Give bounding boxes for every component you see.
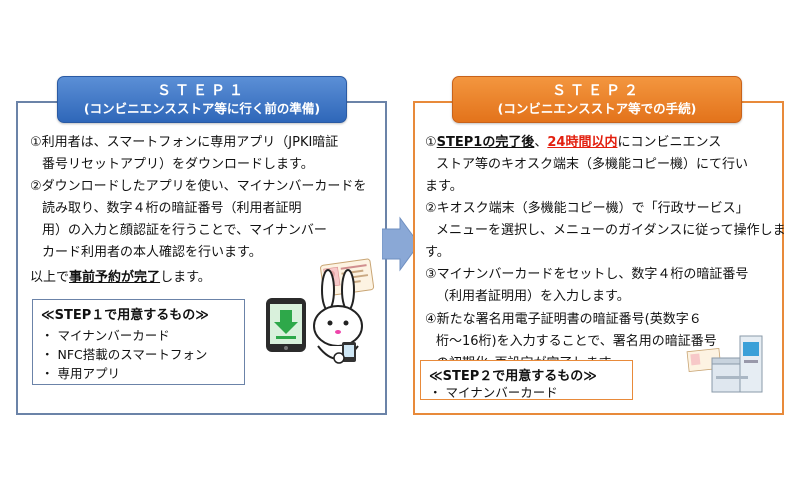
step1-header: ＳＴＥＰ１ (コンビニエンスストア等に行く前の準備) bbox=[57, 76, 347, 123]
step1-summary-post: します。 bbox=[160, 270, 211, 285]
step1-line-4: 読み取り、数字４桁の暗証番号（利用者証明 bbox=[42, 201, 302, 216]
step1-requirement-item: ・ マイナンバーカード bbox=[41, 328, 170, 343]
step1-summary-pre: 以上で bbox=[30, 270, 70, 285]
mascot-character-icon bbox=[313, 269, 363, 364]
step2-requirements-box: ≪STEP２で用意するもの≫ ・ マイナンバーカード bbox=[420, 360, 633, 400]
step1-requirements-box: ≪STEP１で用意するもの≫ ・ マイナンバーカード ・ NFC搭載のスマートフ… bbox=[32, 299, 245, 385]
step1-summary: 以上で事前予約が完了します。 bbox=[30, 269, 211, 286]
step1-line-1: ①利用者は、スマートフォンに専用アプリ（JPKI暗証 bbox=[30, 135, 339, 150]
step2-line-2: ストア等のキオスク端末（多機能コピー機）にて行い bbox=[436, 157, 749, 172]
step2-line-9: ④新たな署名用電子証明書の暗証番号(英数字６ bbox=[425, 312, 702, 327]
step2-line1-red-emphasis: 24時間以内 bbox=[547, 135, 618, 150]
step1-requirement-item: ・ 専用アプリ bbox=[41, 366, 120, 381]
step2-line-10: 桁～16桁)を入力することで、署名用の暗証番号 bbox=[436, 334, 717, 349]
step2-line-6: す。 bbox=[425, 245, 450, 260]
step1-header-title: ＳＴＥＰ１ bbox=[157, 83, 247, 99]
step2-line-1: ①STEP1の完了後、24時間以内にコンビニエンス bbox=[425, 134, 721, 151]
step2-line-4: ②キオスク端末（多機能コピー機）で「行政サービス」 bbox=[425, 201, 749, 216]
kiosk-terminal-icon bbox=[686, 335, 763, 393]
step2-line1-prefix: ① bbox=[425, 135, 437, 150]
smartphone-download-icon bbox=[266, 298, 306, 352]
step1-line-3: ②ダウンロードしたアプリを使い、マイナンバーカードを bbox=[30, 179, 367, 194]
step2-line-5: メニューを選択し、メニューのガイダンスに従って操作しま bbox=[436, 223, 786, 238]
step2-line1-comma: 、 bbox=[534, 135, 548, 150]
arrow-right-icon bbox=[382, 216, 420, 272]
step2-header: ＳＴＥＰ２ (コンビニエンスストア等での手続) bbox=[452, 76, 742, 123]
step2-requirements-title: ≪STEP２で用意するもの≫ bbox=[429, 369, 597, 384]
step2-line-3: ます。 bbox=[425, 179, 463, 194]
step2-line1-emphasis: STEP1の完了後 bbox=[436, 135, 535, 150]
step2-requirement-item: ・ マイナンバーカード bbox=[429, 385, 558, 400]
step1-line-6: カード利用者の本人確認を行います。 bbox=[42, 245, 262, 260]
step2-line-8: （利用者証明用）を入力します。 bbox=[436, 289, 630, 304]
step1-requirement-item: ・ NFC搭載のスマートフォン bbox=[41, 347, 208, 362]
step1-requirements-title: ≪STEP１で用意するもの≫ bbox=[41, 308, 209, 323]
step1-line-2: 番号リセットアプリ）をダウンロードします。 bbox=[42, 157, 314, 172]
step1-line-5: 用）の入力と顔認証を行うことで、マイナンバー bbox=[42, 223, 327, 238]
step1-header-subtitle: (コンビニエンスストア等に行く前の準備) bbox=[83, 101, 321, 116]
step2-header-title: ＳＴＥＰ２ bbox=[552, 83, 642, 99]
step2-header-subtitle: (コンビニエンスストア等での手続) bbox=[497, 101, 697, 116]
step2-line1-post: にコンビニエンス bbox=[617, 135, 722, 150]
step1-summary-mid: が bbox=[121, 270, 135, 285]
step1-summary-emphasis-complete: 完了 bbox=[134, 270, 161, 285]
step2-line-7: ③マイナンバーカードをセットし、数字４桁の暗証番号 bbox=[425, 267, 749, 282]
step1-summary-emphasis-reservation: 事前予約 bbox=[69, 270, 122, 285]
